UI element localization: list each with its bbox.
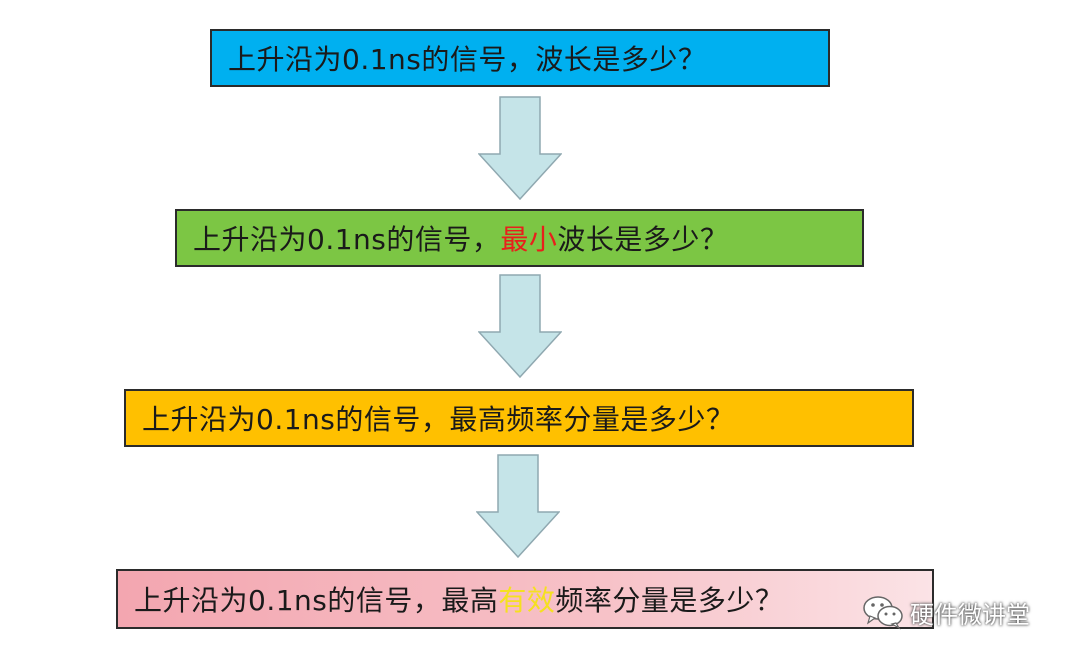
question-box-max-frequency: 上升沿为0.1ns的信号，最高频率分量是多少？: [124, 389, 914, 447]
wechat-icon: [863, 596, 903, 630]
question-text-tail: 波长是多少？: [557, 223, 729, 256]
down-arrow-icon: [476, 454, 560, 558]
watermark: 硬件微讲堂: [862, 594, 1030, 630]
down-arrow-icon: [478, 274, 562, 378]
question-box-wavelength: 上升沿为0.1ns的信号，波长是多少？: [210, 29, 830, 87]
question-box-max-effective-frequency: 上升沿为0.1ns的信号，最高有效频率分量是多少？: [116, 569, 934, 629]
question-text: 上升沿为0.1ns的信号，: [193, 223, 501, 256]
watermark-text: 硬件微讲堂: [910, 600, 1030, 629]
question-text-tail: 频率分量是多少？: [555, 584, 784, 617]
down-arrow-icon: [478, 96, 562, 200]
question-box-min-wavelength: 上升沿为0.1ns的信号，最小波长是多少？: [175, 209, 864, 267]
highlight-text: 有效: [498, 584, 556, 617]
highlight-text: 最小: [500, 223, 558, 256]
question-text: 上升沿为0.1ns的信号，最高: [134, 584, 499, 617]
question-text: 上升沿为0.1ns的信号，最高频率分量是多少？: [142, 403, 735, 436]
question-text: 上升沿为0.1ns的信号，波长是多少？: [228, 43, 707, 76]
